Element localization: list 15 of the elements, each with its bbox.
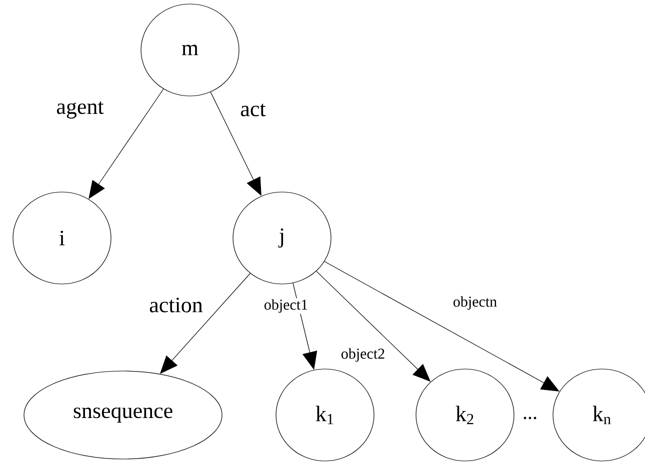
edge-label: action bbox=[148, 296, 204, 314]
edge-label: objectn bbox=[452, 295, 498, 311]
edge-label: act bbox=[239, 102, 267, 118]
ellipsis-label: ... bbox=[524, 416, 536, 420]
ellipse-node: j bbox=[232, 192, 332, 284]
edge-label: object2 bbox=[340, 347, 386, 363]
ellipse-node: k$_{1}$ bbox=[276, 368, 374, 462]
ellipse-node: snsequence bbox=[24, 370, 222, 460]
edge-label: object1 bbox=[262, 298, 310, 314]
edge-label: agent bbox=[55, 100, 105, 120]
ellipse-node: m bbox=[140, 4, 240, 96]
ellipse-node: k$_{2}$ bbox=[416, 368, 514, 462]
ellipse-node: i bbox=[12, 192, 112, 284]
arrow bbox=[88, 88, 164, 199]
arrow bbox=[210, 92, 262, 196]
